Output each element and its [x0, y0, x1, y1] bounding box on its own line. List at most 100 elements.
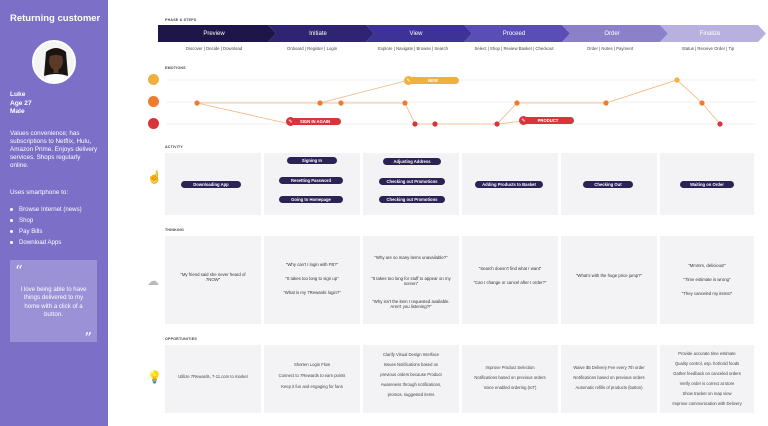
thought-bubble-icon: ☁ — [147, 274, 159, 288]
emotion-tag-sign-in-again: SIGN IN AGAIN — [289, 118, 341, 125]
emotion-point — [494, 121, 500, 127]
emotion-point — [338, 100, 344, 106]
persona-details: Luke Age 27 Male — [10, 91, 32, 117]
opportunity-text: Clarify Visual Design Interface — [382, 352, 439, 357]
quote-box: “ I love being able to have things deliv… — [10, 260, 97, 347]
uses-heading: Uses smartphone to: — [10, 189, 69, 196]
opportunity-text: Quality control, esp. hot/cold foods — [674, 361, 740, 366]
opportunity-cell-initiate — [264, 345, 360, 413]
list-item-label: Download Apps — [19, 239, 62, 246]
activity-pill: Checking Out — [583, 181, 633, 188]
thinking-cell-initiate — [264, 236, 360, 324]
persona-age: Age 27 — [10, 99, 32, 107]
opportunities-heading: OPPORTUNITIES — [165, 337, 197, 341]
persona-sidebar: Returning customer Luke Age 27 Male Valu… — [0, 0, 108, 426]
phase-label-view: View — [409, 30, 423, 37]
persona-bio: Values convenience; has subscriptions to… — [10, 130, 98, 169]
thinking-cell-finalize — [660, 236, 754, 324]
phase-steps-initiate: Onboard | Register | Login — [286, 46, 338, 51]
activity-pill: Checking out Promotions — [379, 178, 445, 185]
emotion-point — [432, 121, 438, 127]
emotion-line-branch — [319, 79, 410, 104]
persona-name: Luke — [10, 91, 26, 98]
thought-text: “What's with the huge price jump?” — [575, 273, 643, 278]
bullet-icon — [10, 208, 13, 211]
phase-arrow-view — [366, 25, 472, 42]
pencil-icon: ✎ — [286, 117, 295, 126]
thought-text: “They canceled my items!” — [681, 291, 733, 296]
bullet-icon — [10, 219, 13, 222]
opportunity-text: Notifications based on previous orders — [573, 375, 645, 380]
thinking-cell-view — [363, 236, 459, 324]
opportunity-text: Voice enabled ordering (IoT) — [483, 385, 537, 390]
thought-text: “Can I change or cancel after I order?” — [473, 280, 547, 285]
emotion-tag-new: NEW — [407, 77, 459, 84]
thought-text: “It takes too long for stuff to appear o… — [371, 276, 451, 287]
list-item: Pay Bills — [10, 226, 82, 237]
uses-list: Browse Internet (news) Shop Pay Bills Do… — [10, 204, 82, 248]
opportunity-cell-proceed — [462, 345, 558, 413]
phase-label-preview: Preview — [203, 30, 225, 37]
activity-pill: Resetting Password — [279, 177, 343, 184]
thought-text: “It takes too long to sign up” — [285, 276, 339, 281]
opportunity-text: Issues Notifications based on — [383, 362, 439, 367]
person-icon — [34, 42, 74, 82]
phase-arrows — [158, 25, 766, 42]
thinking-cell-proceed — [462, 236, 558, 324]
happy-face-icon — [148, 74, 159, 85]
thinking-cell-preview — [165, 236, 261, 324]
emotion-point — [717, 121, 723, 127]
opportunity-text: Improve Product Selection — [485, 365, 535, 370]
lightbulb-icon: 💡 — [147, 370, 162, 384]
activity-heading: ACTIVITY — [165, 145, 183, 149]
neutral-face-icon — [148, 96, 159, 107]
activity-pill: Adjusting Address — [383, 158, 441, 165]
opportunity-text: Notifications based on previous orders — [474, 375, 546, 380]
activity-pill: Going to Homepage — [279, 196, 343, 203]
emotion-line-branch — [196, 102, 291, 125]
activity-pill: Waiting on Order — [680, 181, 734, 188]
emotion-point — [412, 121, 418, 127]
list-item: Browse Internet (news) — [10, 204, 82, 215]
thought-text: “Time estimate is wrong” — [683, 277, 731, 282]
opportunity-cell-order — [561, 345, 657, 413]
quote-close-icon: ” — [84, 329, 92, 347]
opportunity-text: Provide accurate time estimate — [678, 351, 736, 356]
emotion-point — [603, 100, 609, 106]
phase-label-finalize: Finalize — [699, 30, 721, 37]
opportunity-text: Show tracker on map view — [682, 391, 732, 396]
activity-pill: Adding Products to Basket — [475, 181, 543, 188]
phase-arrow-initiate — [268, 25, 374, 42]
quote-text: I love being able to have things deliver… — [20, 286, 87, 318]
list-item: Shop — [10, 215, 82, 226]
phase-steps-finalize: Status | Receive Order | Tip — [681, 46, 735, 51]
thinking-heading: THINKING — [165, 228, 184, 232]
persona-gender: Male — [10, 108, 25, 116]
opportunity-cell-view — [363, 345, 459, 413]
opportunity-text: Verify order is correct at store — [679, 381, 735, 386]
emotion-point — [402, 100, 408, 106]
phase-steps-preview: Discover | Decide | Download — [185, 46, 243, 51]
opportunity-text: Awareness through notifications, — [380, 382, 442, 387]
opportunity-text: Improve communication with Delivery — [672, 401, 742, 406]
phase-arrow-finalize — [660, 25, 766, 42]
phase-arrow-proceed — [464, 25, 570, 42]
avatar — [32, 40, 76, 84]
persona-title: Returning customer — [10, 13, 101, 24]
list-item-label: Browse Internet (news) — [19, 206, 82, 213]
bullet-icon — [10, 230, 13, 233]
emotion-tag-product: PRODUCT — [522, 117, 574, 124]
emotion-point — [699, 100, 705, 106]
activity-pill: Signing In — [287, 157, 337, 164]
emotion-point — [514, 100, 520, 106]
list-item-label: Pay Bills — [19, 228, 43, 235]
emotion-point — [674, 77, 680, 83]
emotion-curve — [166, 77, 756, 127]
emotion-point — [317, 100, 323, 106]
phase-label-initiate: Initiate — [309, 30, 327, 37]
phase-label-order: Order — [604, 30, 620, 37]
thought-text: “My friend said she never heard of 7NOW” — [180, 272, 246, 283]
opportunity-text: Shorten Login Flow — [293, 362, 331, 367]
phase-label-proceed: Proceed — [502, 30, 526, 37]
